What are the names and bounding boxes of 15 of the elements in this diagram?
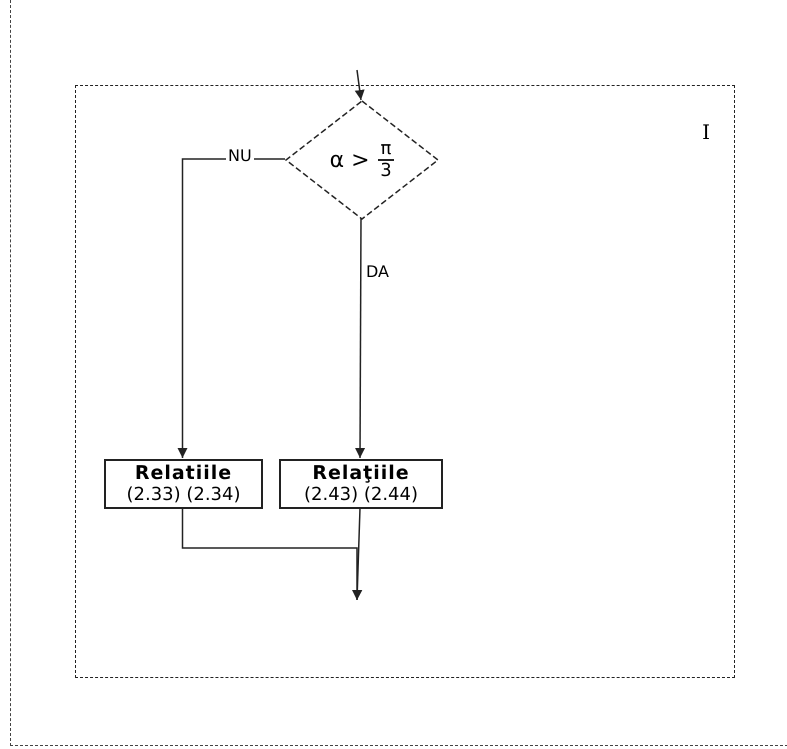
- fraction: π 3: [378, 139, 394, 181]
- dashed-frame: [75, 85, 735, 678]
- arrow: [178, 158, 285, 458]
- equation-refs: (2.43) (2.44): [304, 484, 418, 506]
- equation-refs: (2.33) (2.34): [126, 484, 240, 506]
- arrow: [354, 70, 365, 100]
- box-title: Relaţiile: [312, 462, 410, 484]
- process-box: [104, 459, 263, 509]
- frame-label: I: [702, 120, 710, 144]
- process-box: [279, 459, 443, 509]
- arrow: [352, 508, 362, 600]
- box-title: Relatiile: [134, 462, 232, 484]
- arrow: [355, 218, 366, 458]
- condition-text: α >: [330, 148, 370, 172]
- decision-diamond: [286, 101, 438, 219]
